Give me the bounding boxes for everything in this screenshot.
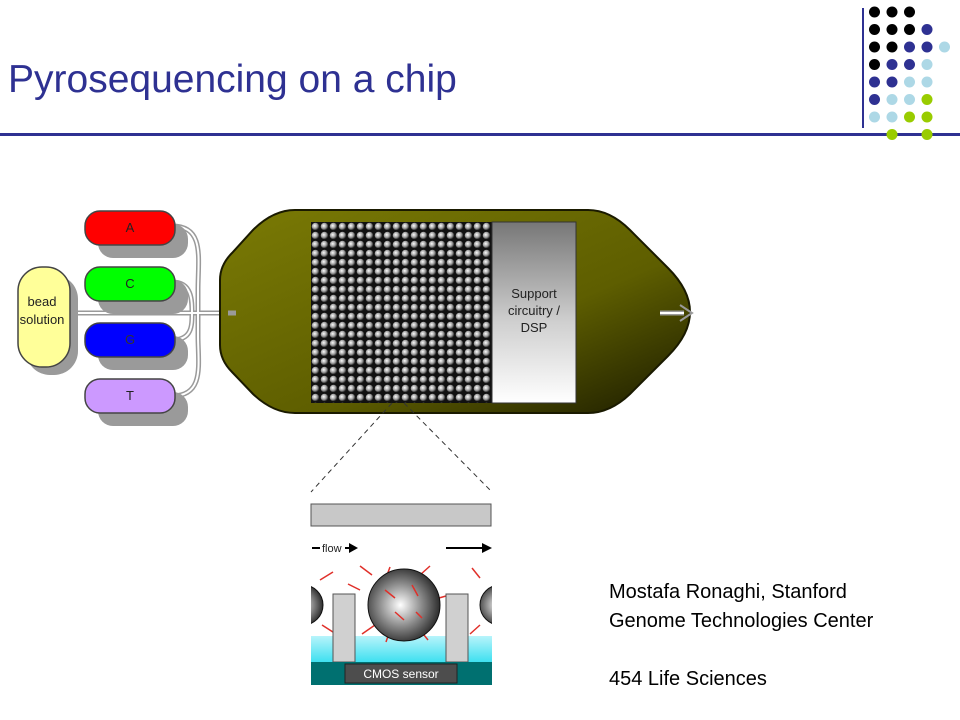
decor-vertical-line: [862, 8, 864, 128]
decor-dot: [869, 111, 880, 123]
decor-dot: [921, 24, 933, 35]
support-label-line2: circuitry /: [508, 303, 560, 318]
title-underline: [0, 133, 960, 136]
decor-dot: [869, 59, 880, 70]
well-array: [311, 222, 492, 403]
flow-cell-top-plate: [310, 503, 492, 527]
reagent-g-label: G: [125, 332, 135, 347]
flow-arrow-icon: [482, 543, 492, 553]
bead-left: [311, 586, 324, 624]
decor-dot: [886, 111, 898, 123]
slide-title: Pyrosequencing on a chip: [8, 58, 457, 101]
reagent-c: C: [84, 266, 188, 314]
credits: Mostafa Ronaghi, Stanford Genome Technol…: [609, 578, 873, 694]
credit-line-2: Genome Technologies Center: [609, 610, 874, 632]
cmos-sensor-label: CMOS sensor: [363, 667, 438, 681]
zoom-line-left: [310, 402, 393, 493]
decor-dot: [921, 76, 933, 88]
decor-dot: [904, 94, 915, 105]
decor-dot: [921, 129, 933, 140]
zoom-line-right: [403, 402, 493, 493]
credit-line-1: Mostafa Ronaghi, Stanford: [609, 581, 847, 603]
decor-dot: [869, 76, 880, 88]
decor-dot: [904, 111, 915, 123]
credit-line-4: 454 Life Sciences: [609, 668, 767, 690]
support-label-line3: DSP: [521, 320, 548, 335]
decor-dot: [869, 24, 880, 35]
support-circuitry-block: [491, 221, 577, 404]
decor-dot: [869, 41, 880, 53]
reagent-a: A: [84, 210, 188, 258]
well-wall-right: [445, 593, 469, 663]
decor-dot: [939, 41, 950, 53]
bead-right: [479, 586, 492, 624]
reagent-t-label: T: [126, 388, 134, 403]
decor-dot: [921, 41, 933, 53]
decor-dot-grid: [869, 6, 950, 140]
decor-dot: [886, 6, 898, 18]
decor-dot: [869, 6, 880, 18]
reagent-c-label: C: [125, 276, 134, 291]
well-wall-left: [332, 593, 356, 663]
decor-dot: [904, 24, 915, 35]
decor-dot: [904, 6, 915, 18]
support-label-line1: Support: [511, 286, 557, 301]
reagent-g: G: [84, 322, 188, 370]
decor-dot: [904, 41, 915, 53]
decor-dot: [904, 59, 915, 70]
decor-dot: [921, 94, 933, 105]
decor-dot: [886, 41, 898, 53]
decor-dot: [869, 94, 880, 105]
decor-dot: [886, 76, 898, 88]
flow-arrows: flow: [312, 543, 492, 555]
cross-section-view: CMOS sensor: [311, 565, 492, 685]
bead-label-line2: solution: [20, 312, 65, 327]
bead-center: [367, 568, 441, 642]
reagent-a-label: A: [126, 220, 135, 235]
decor-dot: [886, 59, 898, 70]
bead-label-line1: bead: [28, 294, 57, 309]
decor-dot: [921, 59, 933, 70]
decor-dot: [886, 94, 898, 105]
cmos-sensor-label-box: [344, 663, 458, 684]
flow-label: flow: [322, 543, 342, 555]
credit-line-3: [609, 636, 873, 665]
decor-dot: [904, 76, 915, 88]
decor-dot: [886, 129, 898, 140]
decor-dot: [886, 24, 898, 35]
bead-solution-container: [17, 266, 71, 368]
reagent-t: T: [84, 378, 188, 426]
decor-dot: [921, 111, 933, 123]
outlet-arrow-icon: [660, 304, 694, 322]
